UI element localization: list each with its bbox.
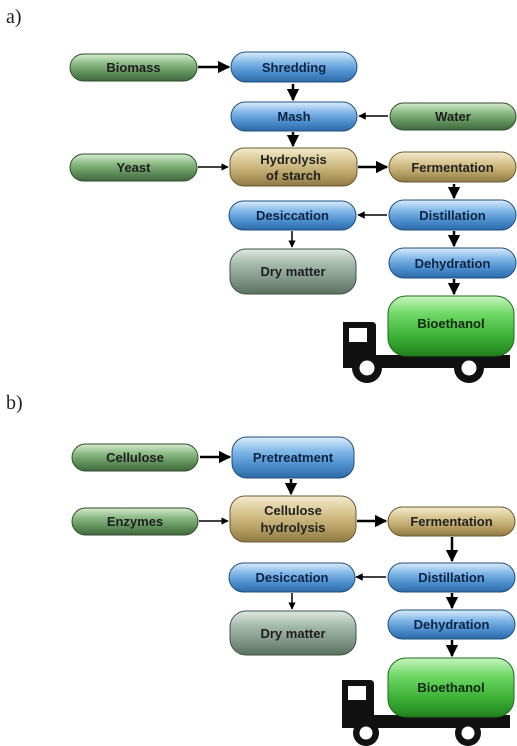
node-hydrolysis-b-label-2: hydrolysis: [260, 520, 325, 535]
node-shredding: Shredding: [230, 51, 358, 83]
node-pretreatment-label: Pretreatment: [253, 450, 334, 465]
truck-window-b: [348, 686, 366, 700]
node-cellulose: Cellulose: [71, 443, 199, 472]
node-distillation: Distillation: [388, 199, 517, 231]
panel-a: Biomass Shredding Mash Water Yeast Hydro…: [69, 51, 517, 383]
node-hydrolysis-of-starch: Hydrolysis of starch: [229, 147, 358, 187]
node-yeast-label: Yeast: [117, 160, 152, 175]
node-hydrolysis-label-2: of starch: [266, 168, 321, 183]
panel-a-label: a): [6, 6, 22, 28]
node-bioethanol-tank: Bioethanol: [387, 295, 515, 357]
node-mash: Mash: [230, 101, 358, 132]
node-fermentation: Fermentation: [388, 151, 517, 183]
node-drymatter-b-label: Dry matter: [260, 626, 325, 641]
node-fermentation-label: Fermentation: [411, 160, 493, 175]
node-dry-matter-b: Dry matter: [229, 610, 357, 656]
panel-b-arrows: [199, 450, 459, 658]
node-hydrolysis-b-label-1: Cellulose: [264, 503, 322, 518]
tanker-truck-icon: [343, 322, 510, 383]
node-pretreatment: Pretreatment: [231, 436, 355, 479]
node-yeast: Yeast: [69, 153, 198, 182]
node-dehydration-label: Dehydration: [415, 256, 491, 271]
node-desiccation: Desiccation: [228, 200, 357, 231]
node-bioethanol-tank-b: Bioethanol: [387, 657, 515, 718]
node-distillation-b: Distillation: [387, 562, 516, 593]
node-drymatter-label: Dry matter: [260, 264, 325, 279]
node-dehydration-b-label: Dehydration: [414, 617, 490, 632]
node-desiccation-b: Desiccation: [228, 562, 356, 593]
tanker-truck-icon-b: [342, 680, 510, 746]
node-distillation-b-label: Distillation: [418, 570, 485, 585]
node-fermentation-b-label: Fermentation: [410, 514, 492, 529]
node-desiccation-b-label: Desiccation: [256, 570, 329, 585]
panel-b: Cellulose Pretreatment Enzymes Cellulose…: [71, 436, 516, 746]
node-enzymes: Enzymes: [71, 507, 199, 536]
node-enzymes-label: Enzymes: [107, 514, 163, 529]
truck-wheel-rear: [454, 353, 484, 383]
panel-a-arrows: [198, 60, 461, 296]
node-mash-label: Mash: [277, 109, 310, 124]
node-dehydration-b: Dehydration: [387, 609, 516, 640]
node-hydrolysis-label-1: Hydrolysis: [260, 152, 326, 167]
node-biomass-label: Biomass: [106, 60, 160, 75]
node-bioethanol-b-label: Bioethanol: [417, 680, 484, 695]
panel-b-label: b): [6, 392, 23, 414]
truck-wheel-front-b: [353, 720, 379, 746]
node-dry-matter: Dry matter: [229, 248, 357, 295]
node-water: Water: [389, 102, 517, 131]
node-cellulose-hydrolysis: Cellulose hydrolysis: [229, 495, 357, 543]
node-desiccation-label: Desiccation: [256, 208, 329, 223]
truck-wheel-rear-b: [455, 720, 481, 746]
node-water-label: Water: [435, 109, 471, 124]
node-biomass: Biomass: [69, 53, 198, 82]
truck-wheel-front: [352, 353, 382, 383]
node-distillation-label: Distillation: [419, 208, 486, 223]
node-fermentation-b: Fermentation: [387, 506, 516, 537]
node-cellulose-label: Cellulose: [106, 450, 164, 465]
node-shredding-label: Shredding: [262, 60, 326, 75]
node-bioethanol-label: Bioethanol: [417, 316, 484, 331]
node-dehydration: Dehydration: [388, 247, 517, 279]
truck-window: [349, 328, 367, 342]
